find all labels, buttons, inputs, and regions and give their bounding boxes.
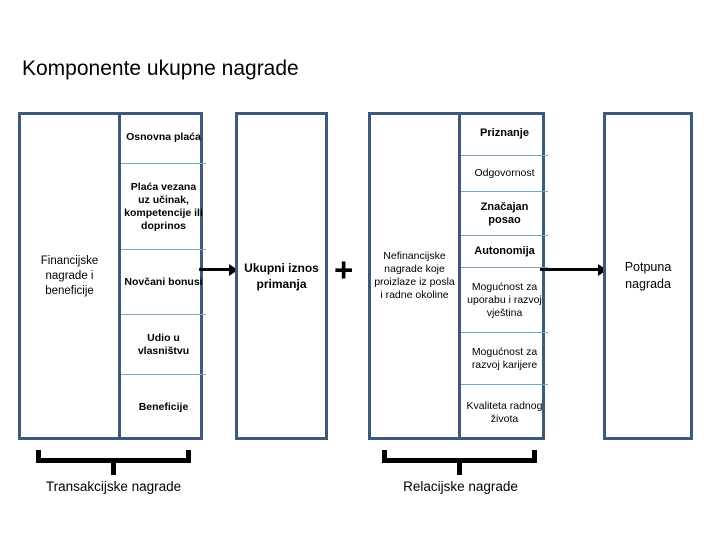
financial-rewards-label: Financijske nagrade i beneficije bbox=[40, 254, 99, 297]
list-item: Beneficije bbox=[138, 401, 189, 413]
arrow-head bbox=[598, 264, 607, 276]
arrow-head bbox=[229, 264, 238, 276]
list-item: Značajan posao bbox=[461, 192, 548, 236]
nonfinancial-rewards-item-list: Priznanje Odgovornost Značajan posao Aut… bbox=[458, 112, 548, 440]
list-item: Mogućnost za razvoj karijere bbox=[461, 333, 548, 385]
brace-stem bbox=[111, 462, 116, 475]
financial-rewards-box: Financijske nagrade i beneficije Osnovna… bbox=[18, 112, 206, 440]
total-reward-label: Potpuna nagrada bbox=[624, 260, 672, 291]
plus-icon: + bbox=[334, 251, 354, 288]
arrow-right-icon bbox=[199, 264, 239, 276]
relational-rewards-label: Relacijske nagrade bbox=[403, 479, 518, 494]
list-item: Mogućnost za uporabu i razvoj vještina bbox=[461, 268, 548, 333]
nonfinancial-rewards-box: Nefinancijske nagrade koje proizlaze iz … bbox=[368, 112, 548, 440]
brace-left-tip bbox=[36, 450, 41, 463]
brace-right-tip bbox=[186, 450, 191, 463]
list-item: Plaća vezana uz učinak, kompetencije ili… bbox=[121, 164, 206, 250]
transactional-rewards-label: Transakcijske nagrade bbox=[45, 479, 182, 494]
list-item: Novčani bonusi bbox=[121, 250, 206, 315]
brace-right-tip bbox=[532, 450, 537, 463]
arrow-right-icon bbox=[540, 264, 608, 276]
brace-left-tip bbox=[382, 450, 387, 463]
list-item: Osnovna plaća bbox=[121, 112, 206, 164]
list-item: Odgovornost bbox=[461, 156, 548, 192]
list-item: Priznanje bbox=[461, 112, 548, 156]
nonfinancial-rewards-label: Nefinancijske nagrade koje proizlaze iz … bbox=[374, 250, 455, 301]
list-item: Kvaliteta radnog života bbox=[466, 399, 543, 425]
arrow-shaft bbox=[199, 268, 230, 271]
total-reward-box: Potpuna nagrada bbox=[603, 112, 693, 440]
total-pay-label: Ukupni iznos primanja bbox=[244, 261, 319, 291]
brace-bar bbox=[382, 458, 537, 463]
total-pay-box: Ukupni iznos primanja bbox=[235, 112, 328, 440]
list-item: Udio u vlasništvu bbox=[121, 315, 206, 375]
financial-rewards-item-list: Osnovna plaća Plaća vezana uz učinak, ko… bbox=[118, 112, 206, 440]
page-title: Komponente ukupne nagrade bbox=[22, 57, 299, 80]
brace-stem bbox=[457, 462, 462, 475]
list-item: Autonomija bbox=[461, 236, 548, 268]
arrow-shaft bbox=[540, 268, 599, 271]
brace-bar bbox=[36, 458, 191, 463]
